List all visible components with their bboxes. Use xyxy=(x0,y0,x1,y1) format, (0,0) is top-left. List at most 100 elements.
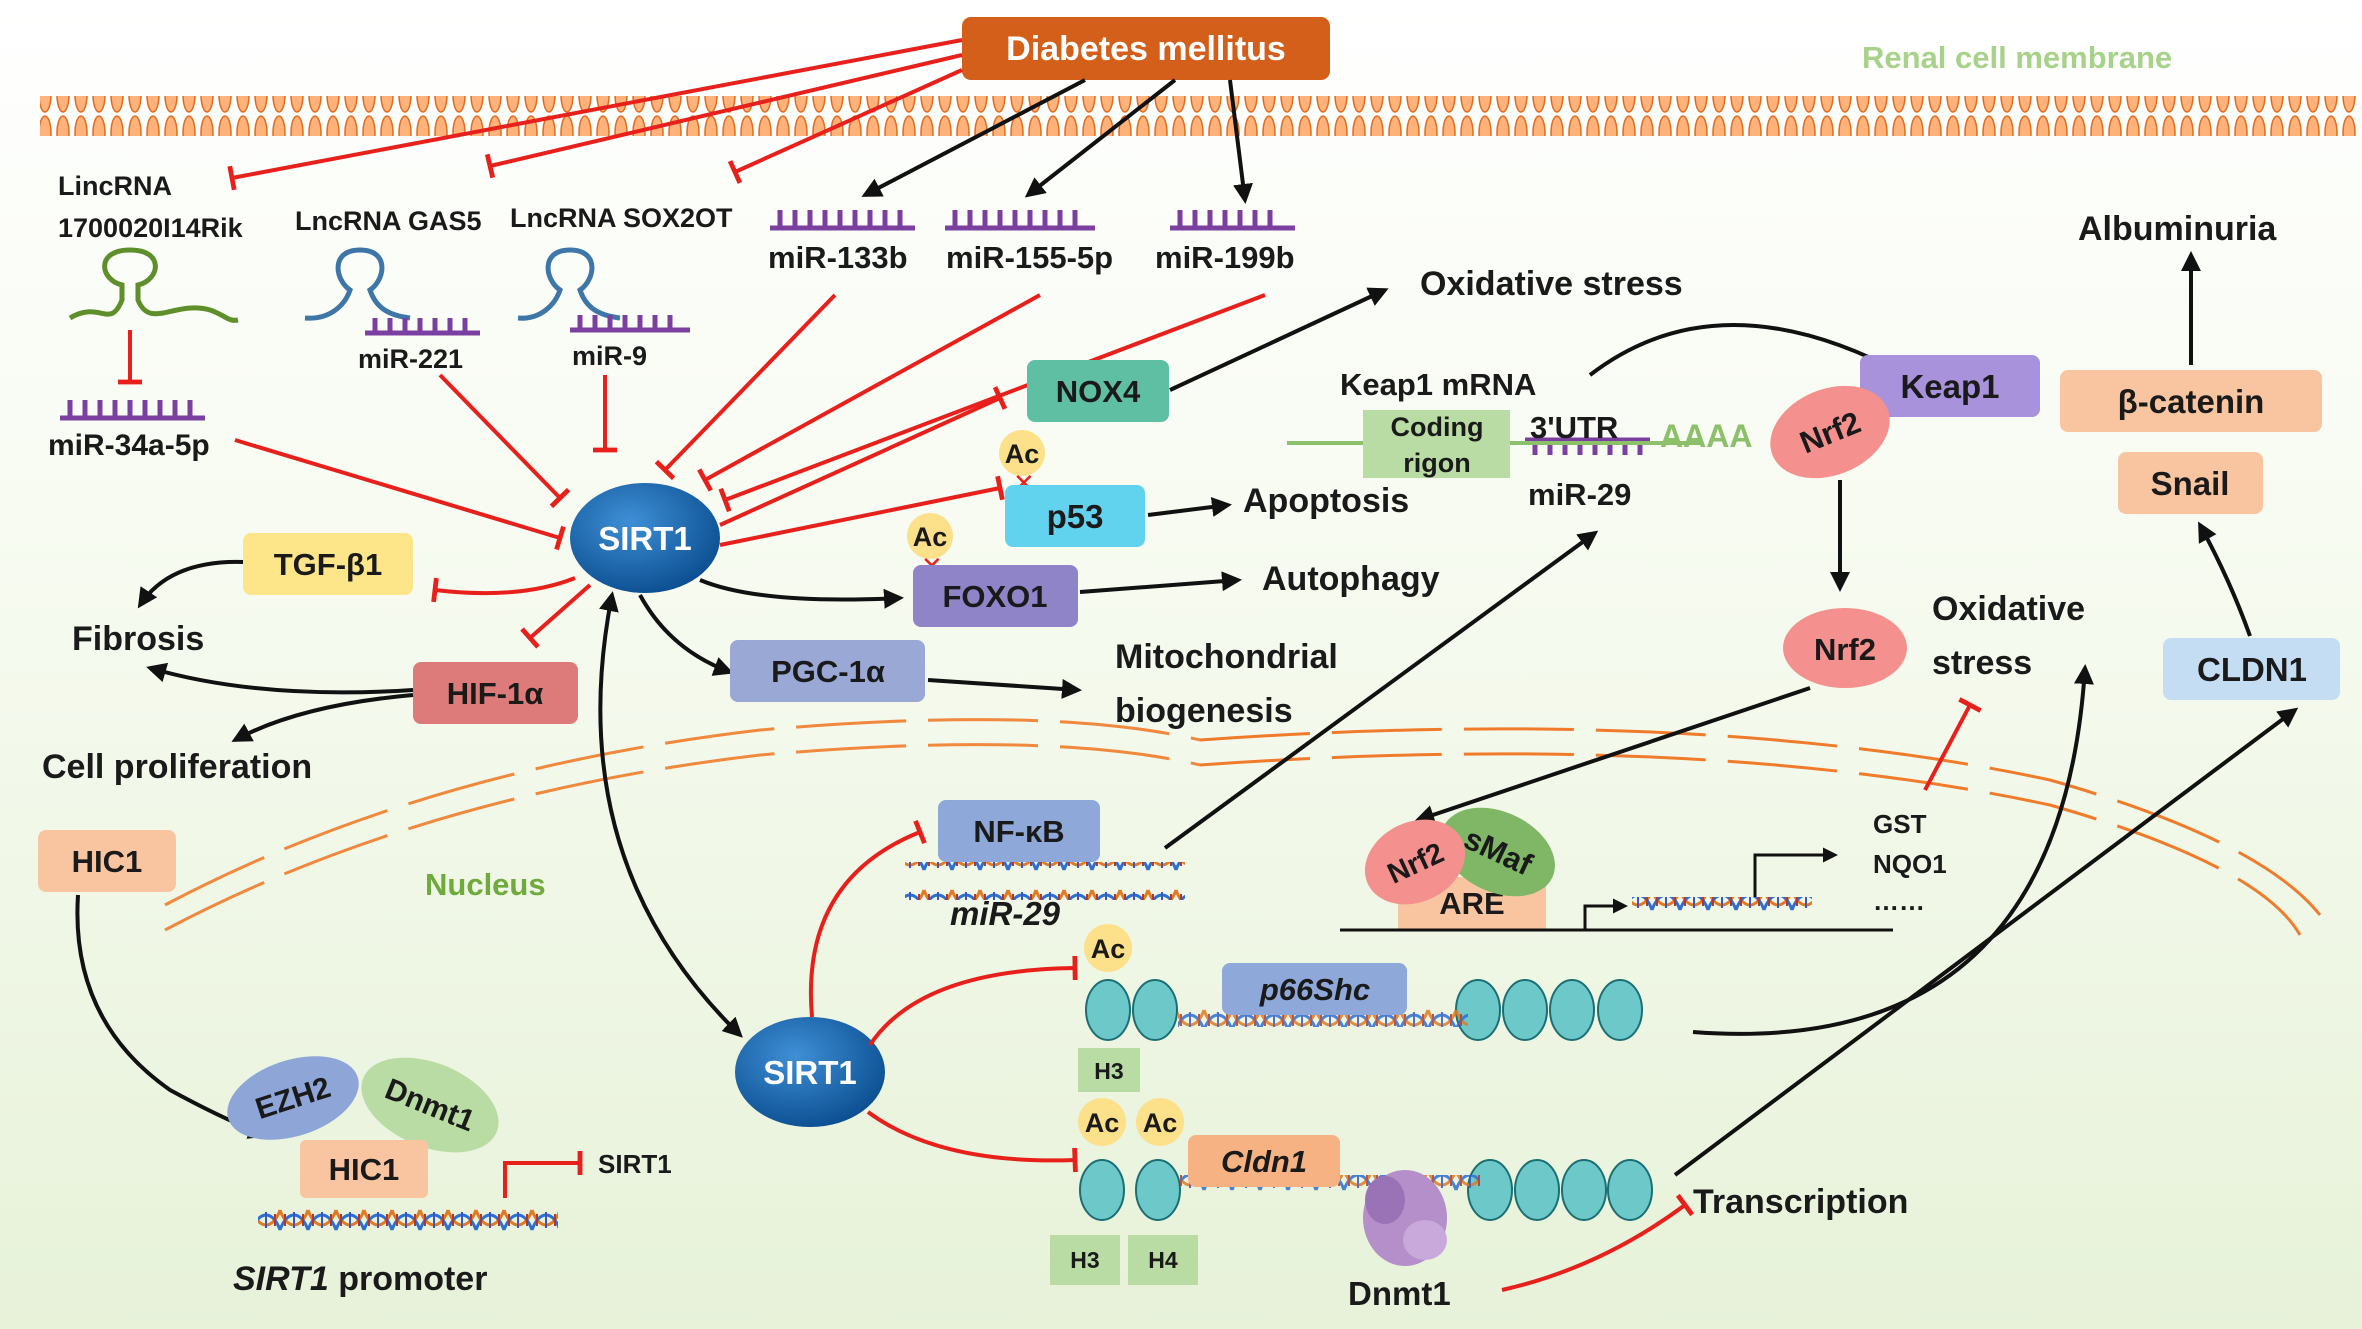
hif1a-to-fibrosis-arrow xyxy=(146,662,414,695)
sirt1-node xyxy=(570,483,720,593)
sirt1-small-label: SIRT1 xyxy=(598,1149,672,1179)
sirt1-promoter-suffix: promoter xyxy=(329,1260,488,1298)
sirt1-promoter-label: SIRT1 promoter xyxy=(233,1260,487,1298)
nrf2-c-node xyxy=(1364,819,1466,905)
nrf2-b-label: Nrf2 xyxy=(1814,632,1876,667)
p66shc-to-oxidative-arrow xyxy=(1692,664,2094,1036)
hic1-promoter-box xyxy=(300,1140,428,1198)
cldn1-to-snail-arrow xyxy=(2198,521,2252,637)
polya-label: AAAA xyxy=(1660,418,1752,454)
mir29-gene-dna xyxy=(905,862,1185,900)
apoptosis-label: Apoptosis xyxy=(1243,482,1409,520)
mir-199b-label: miR-199b xyxy=(1155,240,1295,275)
membrane-label: Renal cell membrane xyxy=(1862,40,2172,75)
gst-label: GST xyxy=(1873,809,1927,839)
targets-etc-label: …… xyxy=(1873,886,1925,916)
dnmt1-bottom-label: Dnmt1 xyxy=(1348,1275,1451,1312)
oxidative-label-1: Oxidative xyxy=(1932,590,2085,628)
mir-9-label: miR-9 xyxy=(572,341,647,371)
hif1a-label: HIF-1α xyxy=(447,676,544,711)
foxo1-label: FOXO1 xyxy=(942,579,1047,614)
h4-cldn1-label: H4 xyxy=(1148,1247,1178,1273)
lincrna-id-label: 1700020I14Rik xyxy=(58,213,244,243)
cell-proliferation-label: Cell proliferation xyxy=(42,748,312,786)
promoter-inhibit-line xyxy=(503,1151,583,1198)
sirt1-to-p66shc-inhibit xyxy=(868,955,1078,1047)
sirt1-to-cldn1-inhibit xyxy=(866,1110,1078,1173)
nrf2-to-are-arrow xyxy=(1414,686,1811,825)
foxo1-box xyxy=(913,565,1078,627)
keap1-label: Keap1 xyxy=(1900,368,1999,405)
are-target-dna xyxy=(1632,897,1812,929)
sirt1-promoter-gene: SIRT1 xyxy=(233,1260,329,1298)
ac-cldn1-b xyxy=(1136,1098,1184,1146)
keap1-mrna-to-keap1-arrow xyxy=(1588,323,1909,377)
p66shc-box xyxy=(1222,963,1407,1015)
utr-label: 3'UTR xyxy=(1530,410,1618,445)
p53-box xyxy=(1005,485,1145,547)
ac-cldn1-a xyxy=(1078,1098,1126,1146)
hic1-promoter-label: HIC1 xyxy=(329,1152,400,1187)
ac-cldn1-a-label: Ac xyxy=(1085,1108,1120,1138)
oxidative-label-2: stress xyxy=(1932,644,2032,682)
nucleus-label: Nucleus xyxy=(425,867,546,902)
dm-activate-lines xyxy=(861,78,1253,204)
dnmt1-to-transcription-inhibit xyxy=(1501,1193,1695,1292)
mir-29-label: miR-29 xyxy=(1528,477,1631,512)
coding-region-box xyxy=(1363,410,1510,478)
pgc1a-label: PGC-1α xyxy=(771,654,885,689)
foxo1-to-autophagy-arrow xyxy=(1079,571,1242,594)
albuminuria-label: Albuminuria xyxy=(2078,210,2277,248)
dnmt1-protein-icon xyxy=(1363,1170,1447,1266)
mir-133b-label: miR-133b xyxy=(768,240,908,275)
sirt1-promoter-dna xyxy=(258,1198,558,1238)
nfkb-box xyxy=(938,800,1100,862)
sirt1-inhibit-lines xyxy=(118,293,1266,551)
nox4-box xyxy=(1027,360,1169,422)
nrf2-a-node xyxy=(1770,385,1890,479)
hic1-label: HIC1 xyxy=(72,844,143,879)
sirt1-label: SIRT1 xyxy=(598,520,692,557)
lncrna-gas5-label: LncRNA GAS5 xyxy=(295,206,482,236)
coding-region-label-1: Coding xyxy=(1391,412,1484,442)
dnmt1-top-node xyxy=(361,1057,499,1153)
renal-cell-membrane xyxy=(40,96,2360,136)
transcription-to-cldn1-arrow xyxy=(1673,707,2299,1177)
nqo1-label: NQO1 xyxy=(1873,849,1947,879)
p66shc-label: p66Shc xyxy=(1259,972,1370,1007)
fibrosis-label: Fibrosis xyxy=(72,620,204,658)
tgfb1-label: TGF-β1 xyxy=(274,547,382,582)
p53-label: p53 xyxy=(1047,498,1104,535)
nfkb-label: NF-κB xyxy=(973,814,1064,849)
sirt1-to-nfkb-inhibit xyxy=(809,819,927,1018)
diabetes-mellitus-label: Diabetes mellitus xyxy=(1006,30,1286,68)
are-tss-arrow-small xyxy=(1583,898,1628,930)
sirt1-nuclear-node xyxy=(735,1017,885,1127)
mito-label-2: biogenesis xyxy=(1115,692,1293,730)
smaf-node xyxy=(1441,807,1555,897)
hif1a-box xyxy=(413,662,578,724)
lincrna-label: LincRNA xyxy=(58,171,172,201)
cldn1-box xyxy=(2163,638,2340,700)
keap1-box xyxy=(1860,355,2040,417)
lncrna-sox2ot-label: LncRNA SOX2OT xyxy=(510,203,733,233)
bcatenin-label: β-catenin xyxy=(2118,383,2265,420)
gst-to-oxidative-inhibit xyxy=(1923,697,1982,791)
mir29-gene-label: miR-29 xyxy=(950,895,1061,932)
p53-to-apoptosis-arrow xyxy=(1147,497,1232,517)
ac-foxo1-label: Ac xyxy=(913,522,948,552)
sox2ot-hairpin-icon xyxy=(517,247,621,321)
mir-155-label: miR-155-5p xyxy=(946,240,1113,275)
h3-box-p66 xyxy=(1078,1048,1140,1092)
cldn1-label: CLDN1 xyxy=(2197,651,2307,688)
ac-p53-label: Ac xyxy=(1005,439,1040,469)
ezh2-node xyxy=(227,1056,359,1140)
dm-inhibit-lines xyxy=(227,38,963,191)
snail-box xyxy=(2118,452,2263,514)
ac-cldn1-b-label: Ac xyxy=(1143,1108,1178,1138)
h3-box-cldn1 xyxy=(1050,1235,1120,1285)
h3-cldn1-label: H3 xyxy=(1070,1247,1099,1273)
ac-foxo1 xyxy=(907,513,953,559)
sirt1-nuclear-label: SIRT1 xyxy=(763,1054,857,1091)
